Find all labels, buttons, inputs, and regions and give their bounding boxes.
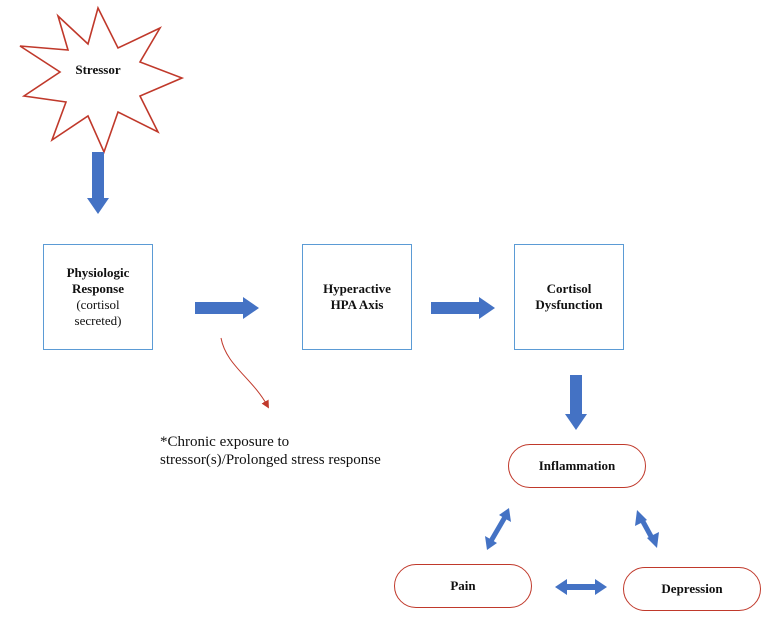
- physiologic-line2: Response: [71, 281, 124, 296]
- arrow-hpa-to-cortisol: [431, 297, 495, 319]
- cortisol-line2: Dysfunction: [535, 297, 603, 312]
- depression-node: Depression: [623, 567, 761, 611]
- arrow-physiologic-to-hpa: [195, 297, 259, 319]
- hpa-line1: Hyperactive: [323, 281, 391, 296]
- stressor-label: Stressor: [75, 62, 121, 77]
- stressor-starburst: [19, 5, 185, 155]
- arrow-inflammation-depression: [635, 510, 659, 548]
- inflammation-node: Inflammation: [508, 444, 646, 488]
- hpa-line2: HPA Axis: [330, 297, 384, 312]
- arrow-pain-depression: [555, 579, 607, 595]
- physiologic-line4: secreted): [74, 313, 122, 328]
- arrow-stressor-to-physiologic: [87, 152, 109, 214]
- curved-note-arrow: [220, 337, 269, 409]
- arrow-inflammation-pain: [485, 508, 511, 550]
- cortisol-line1: Cortisol: [546, 281, 592, 296]
- chronic-exposure-note: *Chronic exposure to stressor(s)/Prolong…: [160, 434, 381, 468]
- pain-node: Pain: [394, 564, 532, 608]
- physiologic-line3: (cortisol: [76, 297, 120, 312]
- cortisol-dysfunction-box: Cortisol Dysfunction: [514, 244, 624, 350]
- arrow-cortisol-to-inflammation: [565, 375, 587, 430]
- physiologic-response-box: Physiologic Response (cortisol secreted): [43, 244, 153, 350]
- hpa-axis-box: Hyperactive HPA Axis: [302, 244, 412, 350]
- physiologic-line1: Physiologic: [66, 265, 130, 280]
